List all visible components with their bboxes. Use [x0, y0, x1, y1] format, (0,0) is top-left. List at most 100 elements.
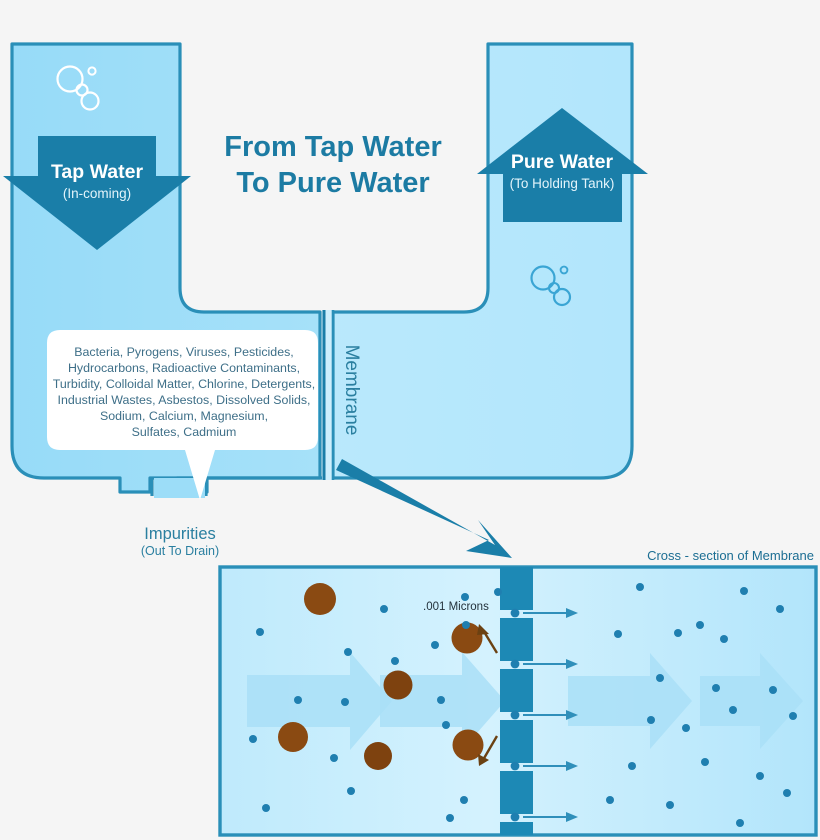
pure-water-arrow: Pure Water (To Holding Tank)	[477, 108, 648, 222]
callout-bubble-shape	[47, 330, 318, 500]
permeate-arrow-head	[566, 812, 578, 822]
permeate-dot	[510, 710, 520, 720]
flow-arrow-icon	[700, 653, 803, 749]
contaminant-particle	[278, 722, 308, 752]
tap-water-arrow: Tap Water (In-coming)	[3, 136, 191, 250]
water-dot	[437, 696, 445, 704]
tap-water-sublabel: (In-coming)	[63, 186, 131, 201]
bubble-large	[530, 265, 556, 291]
pore-passage	[510, 761, 578, 771]
water-dot	[656, 674, 664, 682]
water-dot	[647, 716, 655, 724]
bubbles-icon	[56, 65, 100, 111]
callout-line: Industrial Wastes, Asbestos, Dissolved S…	[58, 393, 311, 407]
bubbles-icon	[530, 265, 572, 307]
contaminant-particle-rejected	[452, 729, 484, 761]
water-dot	[720, 635, 728, 643]
pore-passage	[510, 812, 578, 822]
water-dot	[330, 754, 338, 762]
pore-passage	[510, 608, 578, 618]
drain-fill	[154, 478, 205, 498]
membrane-wall-fill	[322, 310, 333, 480]
water-dot	[736, 819, 744, 827]
water-dot	[789, 712, 797, 720]
bubble-small	[75, 83, 89, 97]
contaminant-particles	[278, 583, 484, 770]
callout-line: Sodium, Calcium, Magnesium,	[100, 409, 268, 423]
water-dot	[262, 804, 270, 812]
water-dot	[783, 789, 791, 797]
bubble-large	[56, 65, 84, 93]
permeate-arrow-head	[566, 761, 578, 771]
membrane-divider	[322, 310, 335, 480]
impurities-sublabel: (Out To Drain)	[141, 544, 219, 558]
water-dot	[391, 657, 399, 665]
membrane-block	[500, 669, 533, 712]
permeate-arrow-head	[566, 710, 578, 720]
callout-line: Turbidity, Colloidal Matter, Chlorine, D…	[53, 377, 315, 391]
contaminant-particle	[304, 583, 336, 615]
contaminant-particle-rejected	[451, 622, 483, 654]
rejection-arrow-down-icon	[478, 735, 499, 766]
pore-size-label: .001 Microns	[423, 601, 489, 613]
membrane-block	[500, 771, 533, 814]
water-dot	[431, 641, 439, 649]
water-dot	[494, 588, 502, 596]
up-arrow-icon	[477, 108, 648, 222]
water-dot	[628, 762, 636, 770]
rejection-arrow-head	[478, 754, 489, 766]
rejection-arrow-line	[481, 735, 499, 761]
pointer-arrow-shape	[336, 459, 512, 558]
pore-passage	[510, 710, 578, 720]
water-dot	[460, 796, 468, 804]
water-dot	[696, 621, 704, 629]
permeate-arrow-head	[566, 608, 578, 618]
permeate-dot	[510, 812, 520, 822]
water-dot	[674, 629, 682, 637]
impurities-label-group: Impurities (Out To Drain)	[141, 525, 219, 558]
permeate-flow-group	[510, 608, 578, 822]
bubble-medium	[552, 287, 572, 307]
pure-water-label: Pure Water	[511, 151, 614, 173]
membrane-block	[500, 720, 533, 763]
water-dot	[666, 801, 674, 809]
water-dot	[712, 684, 720, 692]
water-dot	[442, 721, 450, 729]
bubble-tiny	[87, 66, 97, 76]
impurities-label: Impurities	[144, 525, 216, 543]
rejection-arrow-head	[477, 624, 489, 635]
water-dot	[341, 698, 349, 706]
water-dot	[729, 706, 737, 714]
drain-spout	[150, 478, 208, 498]
water-dot	[740, 587, 748, 595]
pure-water-sublabel: (To Holding Tank)	[510, 176, 615, 191]
water-dot	[256, 628, 264, 636]
membrane-label: Membrane	[341, 345, 362, 436]
water-dot	[344, 648, 352, 656]
title-line-1: From Tap Water	[224, 131, 442, 163]
contaminant-particle	[383, 670, 413, 700]
rejection-arrows	[477, 624, 499, 766]
membrane-block	[500, 822, 533, 835]
callout-line: Sulfates, Cadmium	[132, 425, 237, 439]
water-dot	[606, 796, 614, 804]
pore-passage	[510, 659, 578, 669]
water-dot	[461, 593, 469, 601]
bubble-tiny	[559, 265, 569, 275]
water-dot	[756, 772, 764, 780]
permeate-arrow-head	[566, 659, 578, 669]
pointer-arrow-icon	[336, 459, 512, 558]
permeate-dot	[510, 761, 520, 771]
permeate-dot	[510, 659, 520, 669]
contaminants-callout: Bacteria, Pyrogens, Viruses, Pesticides,…	[47, 330, 318, 500]
membrane-block	[500, 567, 533, 610]
cross-section-panel: .001 Microns	[218, 565, 818, 837]
page-title: From Tap Water To Pure Water	[224, 131, 442, 199]
water-dot	[347, 787, 355, 795]
water-dot	[294, 696, 302, 704]
water-molecule-dots	[249, 583, 797, 827]
callout-line: Bacteria, Pyrogens, Viruses, Pesticides,	[74, 345, 293, 359]
water-dot	[446, 814, 454, 822]
water-dot	[776, 605, 784, 613]
water-dot	[380, 605, 388, 613]
